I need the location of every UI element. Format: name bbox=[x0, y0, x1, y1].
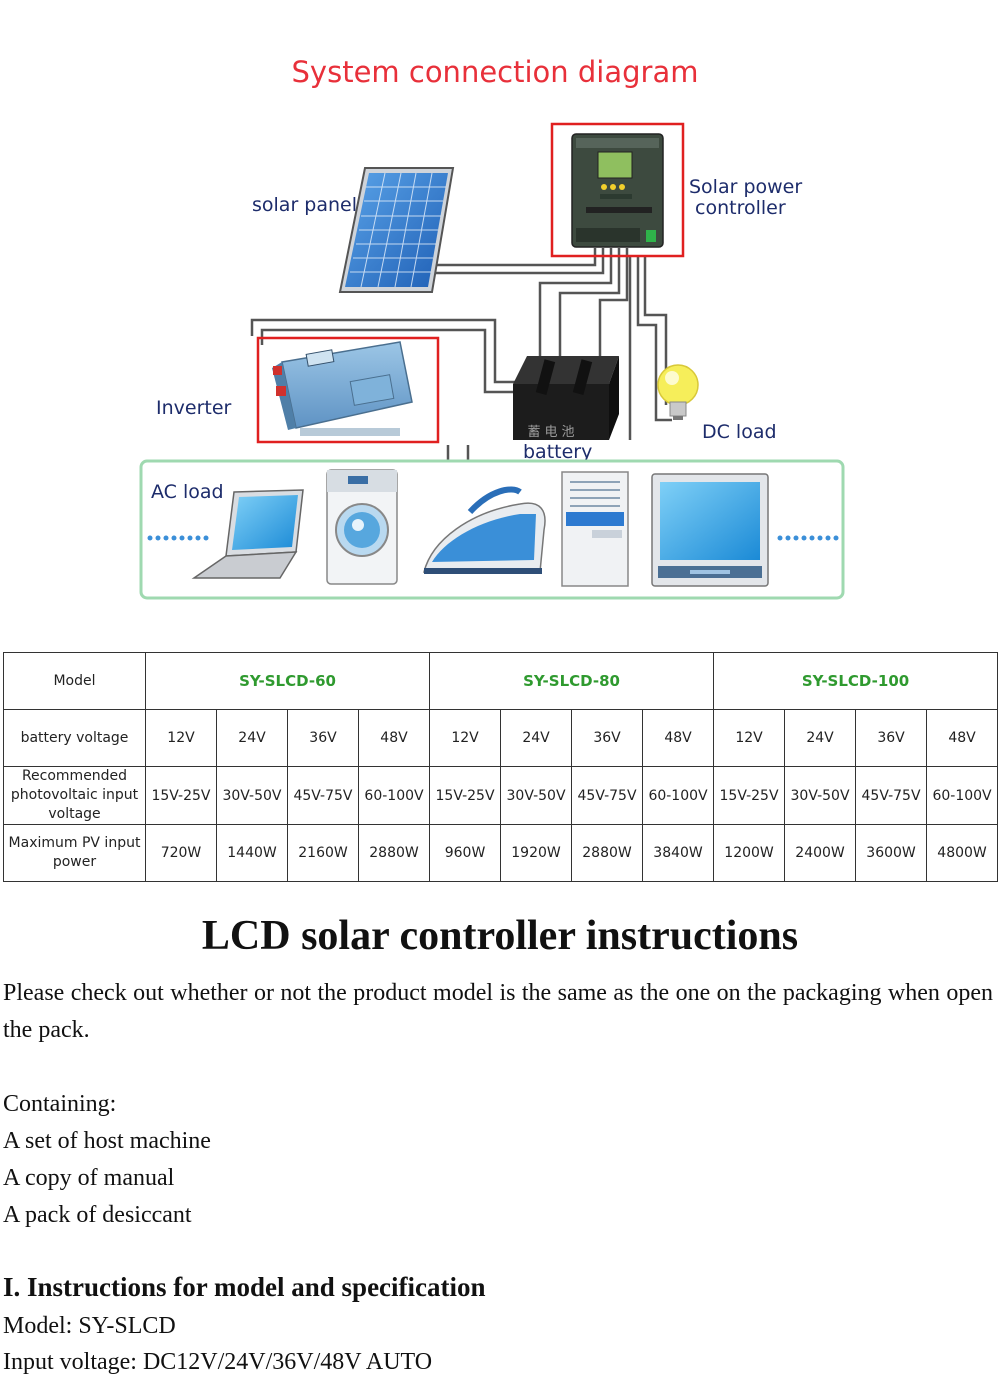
section-heading: I. Instructions for model and specificat… bbox=[3, 1272, 486, 1302]
inverter-icon bbox=[272, 341, 413, 436]
table-cell: 3840W bbox=[642, 824, 715, 882]
table-cell: 960W bbox=[429, 824, 502, 882]
containing-heading: Containing: bbox=[3, 1091, 117, 1117]
list-item: A set of host machine bbox=[3, 1128, 211, 1154]
table-cell: 2880W bbox=[571, 824, 644, 882]
table-row: Recommended photovoltaic input voltage 1… bbox=[3, 766, 999, 825]
model-spec-table: Model SY-SLCD-60 SY-SLCD-80 SY-SLCD-100 … bbox=[3, 652, 999, 882]
table-cell: 36V bbox=[571, 709, 644, 767]
air-conditioner-icon bbox=[561, 471, 629, 587]
table-cell: 720W bbox=[145, 824, 217, 882]
inverter-highlight-box bbox=[256, 336, 440, 444]
row-label: Recommended photovoltaic input voltage bbox=[3, 766, 146, 825]
table-header-row: Model SY-SLCD-60 SY-SLCD-80 SY-SLCD-100 bbox=[3, 652, 999, 710]
table-cell: 12V bbox=[713, 709, 786, 767]
iron-icon bbox=[423, 486, 546, 574]
battery-chinese-label: 蓄电池 bbox=[527, 425, 578, 440]
table-cell: 24V bbox=[784, 709, 857, 767]
controller-label-line2: controller bbox=[695, 197, 786, 219]
dots-right bbox=[777, 535, 839, 541]
tv-icon bbox=[651, 473, 769, 587]
dc-load-label: DC load bbox=[702, 421, 777, 443]
table-cell: 24V bbox=[216, 709, 288, 767]
intro-paragraph: Please check out whether or not the prod… bbox=[3, 980, 993, 1043]
controller-label-line1: Solar power bbox=[689, 176, 802, 198]
controller-icon bbox=[571, 133, 664, 248]
table-cell: 12V bbox=[429, 709, 502, 767]
table-cell: 2160W bbox=[287, 824, 359, 882]
laptop-icon bbox=[191, 489, 304, 579]
table-cell: 2400W bbox=[784, 824, 857, 882]
spec-line-model: Model: SY-SLCD bbox=[3, 1313, 176, 1339]
table-cell: 15V-25V bbox=[145, 766, 217, 825]
system-connection-diagram: System connection diagram solar panel bbox=[139, 55, 845, 600]
battery-icon: 蓄电池 bbox=[513, 356, 619, 440]
ac-load-label: AC load bbox=[151, 481, 224, 503]
table-row: battery voltage 12V 24V 36V 48V 12V 24V … bbox=[3, 709, 999, 767]
table-cell: 12V bbox=[145, 709, 217, 767]
diagram-title: System connection diagram bbox=[292, 55, 699, 89]
table-cell: 45V-75V bbox=[855, 766, 928, 825]
list-item: A copy of manual bbox=[3, 1165, 175, 1191]
spec-line-input-voltage: Input voltage: DC12V/24V/36V/48V AUTO bbox=[3, 1349, 433, 1375]
table-cell: 1440W bbox=[216, 824, 288, 882]
inverter-label: Inverter bbox=[156, 397, 232, 419]
table-cell: 45V-75V bbox=[571, 766, 644, 825]
solar-panel-label: solar panel bbox=[252, 194, 357, 216]
wiring bbox=[250, 248, 672, 462]
dots-left bbox=[147, 535, 209, 541]
table-cell: 36V bbox=[287, 709, 359, 767]
table-cell: 1920W bbox=[500, 824, 573, 882]
spec-lines: Model: SY-SLCD Input voltage: DC12V/24V/… bbox=[3, 1308, 993, 1380]
washing-machine-icon bbox=[326, 469, 398, 585]
table-cell: 30V-50V bbox=[784, 766, 857, 825]
table-cell: 1200W bbox=[713, 824, 786, 882]
table-cell: 60-100V bbox=[642, 766, 715, 825]
table-cell: 60-100V bbox=[357, 766, 431, 825]
table-cell: 2880W bbox=[357, 824, 431, 882]
document-title: LCD solar controller instructions bbox=[201, 913, 799, 959]
table-cell: 4800W bbox=[926, 824, 999, 882]
table-cell: 45V-75V bbox=[287, 766, 359, 825]
row-label: battery voltage bbox=[3, 709, 146, 767]
controller-highlight-box bbox=[550, 122, 685, 258]
table-row: Maximum PV input power 720W 1440W 2160W … bbox=[3, 824, 999, 882]
battery-label: battery bbox=[523, 441, 592, 463]
table-cell: 48V bbox=[357, 709, 431, 767]
table-cell: 30V-50V bbox=[216, 766, 288, 825]
table-cell: 60-100V bbox=[926, 766, 999, 825]
light-bulb-icon bbox=[657, 364, 699, 420]
table-cell: 48V bbox=[926, 709, 999, 767]
table-cell: 15V-25V bbox=[713, 766, 786, 825]
table-cell: 36V bbox=[855, 709, 928, 767]
containing-list: Containing: A set of host machine A copy… bbox=[3, 1086, 993, 1234]
table-cell: 30V-50V bbox=[500, 766, 573, 825]
model-name-cell: SY-SLCD-60 bbox=[144, 652, 431, 710]
model-label-cell: Model bbox=[3, 652, 146, 710]
table-cell: 48V bbox=[642, 709, 715, 767]
model-name-cell: SY-SLCD-80 bbox=[429, 652, 715, 710]
list-item: A pack of desiccant bbox=[3, 1202, 192, 1228]
solar-panel-icon bbox=[338, 167, 455, 293]
row-label: Maximum PV input power bbox=[3, 824, 146, 882]
table-cell: 15V-25V bbox=[429, 766, 502, 825]
table-cell: 3600W bbox=[855, 824, 928, 882]
table-cell: 24V bbox=[500, 709, 573, 767]
model-name-cell: SY-SLCD-100 bbox=[713, 652, 999, 710]
